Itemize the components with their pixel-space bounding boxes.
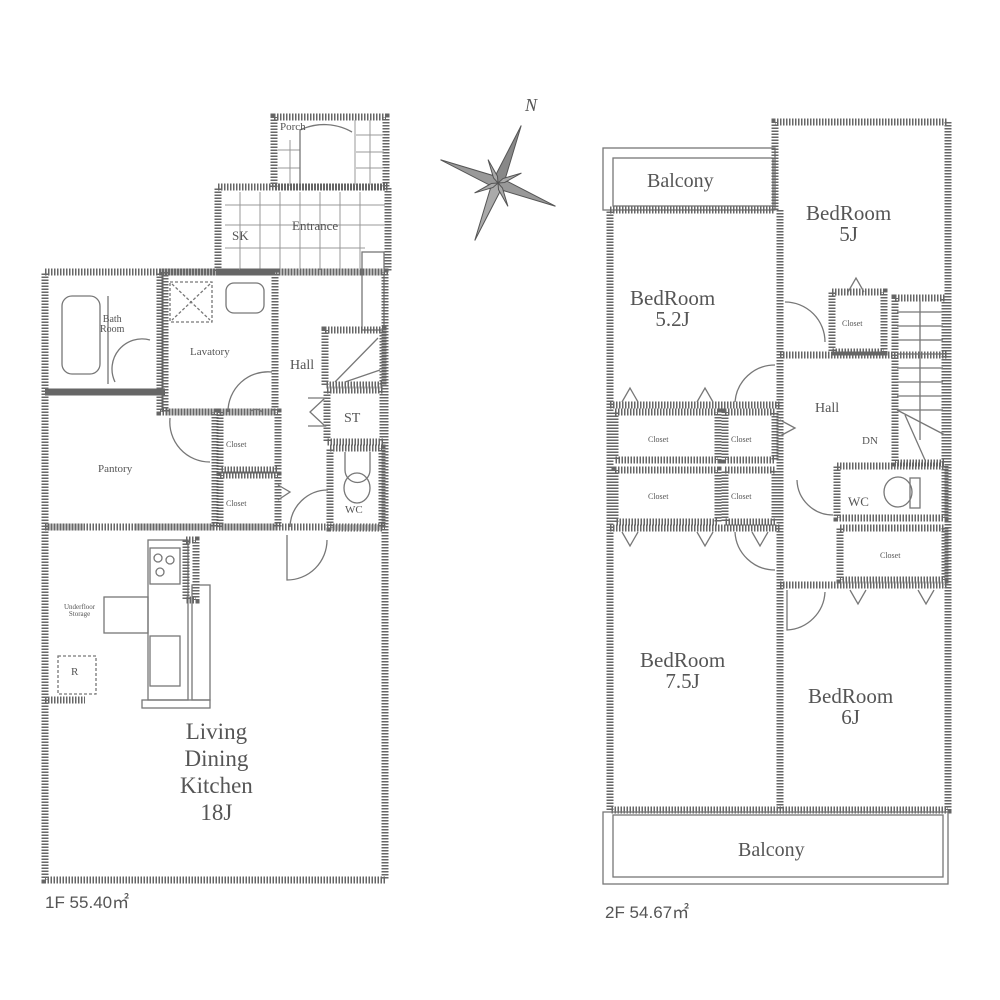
sk-label: SK bbox=[232, 228, 249, 243]
closet-2f-a-label: Closet bbox=[648, 435, 669, 444]
floor1-area-label: 1F 55.40㎡ bbox=[45, 893, 130, 912]
closet-2f-c-label: Closet bbox=[648, 492, 669, 501]
compass-north-label: N bbox=[525, 95, 538, 115]
closet-2f-d-label: Closet bbox=[731, 492, 752, 501]
bedroom-75j-size: 7.5J bbox=[665, 669, 700, 693]
floor2-area-label: 2F 54.67㎡ bbox=[605, 903, 690, 922]
bedroom-52j-title: BedRoom bbox=[630, 286, 716, 310]
bedroom-6j-label: BedRoom 6J bbox=[808, 686, 893, 728]
bedroom-52j-size: 5.2J bbox=[655, 307, 690, 331]
hall-2f-label: Hall bbox=[815, 401, 840, 416]
closet-2f-e-label: Closet bbox=[880, 551, 901, 560]
dn-label: DN bbox=[862, 435, 878, 447]
underfloor-storage-label: Underfloor Storage bbox=[64, 604, 95, 618]
ldk-size: 18J bbox=[200, 800, 233, 826]
bedroom-75j-label: BedRoom 7.5J bbox=[640, 650, 725, 692]
bedroom-75j-title: BedRoom bbox=[640, 648, 726, 672]
underfloor-line2: Storage bbox=[68, 610, 91, 618]
porch-label: Porch bbox=[280, 121, 306, 133]
bathroom-label-line2: Room bbox=[100, 324, 125, 335]
hall-1f-label: Hall bbox=[290, 358, 315, 373]
wc-2f-label: WC bbox=[848, 494, 869, 509]
ldk-line2: Dining bbox=[184, 746, 249, 772]
floor2-plan bbox=[602, 118, 952, 885]
compass-rose-icon bbox=[440, 125, 556, 241]
closet-2f-top-label: Closet bbox=[842, 319, 863, 328]
bedroom-5j-label: BedRoom 5J bbox=[806, 203, 891, 245]
bedroom-6j-title: BedRoom bbox=[808, 684, 894, 708]
bedroom-5j-title: BedRoom bbox=[806, 201, 892, 225]
ldk-line3: Kitchen bbox=[180, 773, 253, 799]
closet-2f-b-label: Closet bbox=[731, 435, 752, 444]
lavatory-label: Lavatory bbox=[190, 346, 230, 358]
bathroom-label: Bath Room bbox=[100, 315, 124, 335]
ldk-line1: Living bbox=[185, 719, 248, 744]
underfloor-line1: Underfloor bbox=[64, 603, 96, 611]
pantory-label: Pantory bbox=[98, 463, 133, 475]
bedroom-52j-label: BedRoom 5.2J bbox=[630, 288, 715, 330]
balcony-bottom-label: Balcony bbox=[738, 839, 805, 861]
bathroom-label-line1: Bath bbox=[102, 314, 122, 325]
st-label: ST bbox=[344, 411, 361, 426]
bedroom-5j-size: 5J bbox=[839, 222, 858, 246]
closet-1f-1-label: Closet bbox=[226, 440, 247, 449]
fridge-label: R bbox=[71, 666, 79, 678]
entrance-label: Entrance bbox=[292, 218, 339, 233]
bedroom-6j-size: 6J bbox=[841, 705, 860, 729]
closet-1f-2-label: Closet bbox=[226, 499, 247, 508]
wc-1f-label: WC bbox=[345, 504, 363, 516]
ldk-label: Living Dining Kitchen 18J bbox=[180, 718, 253, 827]
floor1-plan bbox=[41, 113, 392, 884]
balcony-top-label: Balcony bbox=[647, 170, 714, 192]
